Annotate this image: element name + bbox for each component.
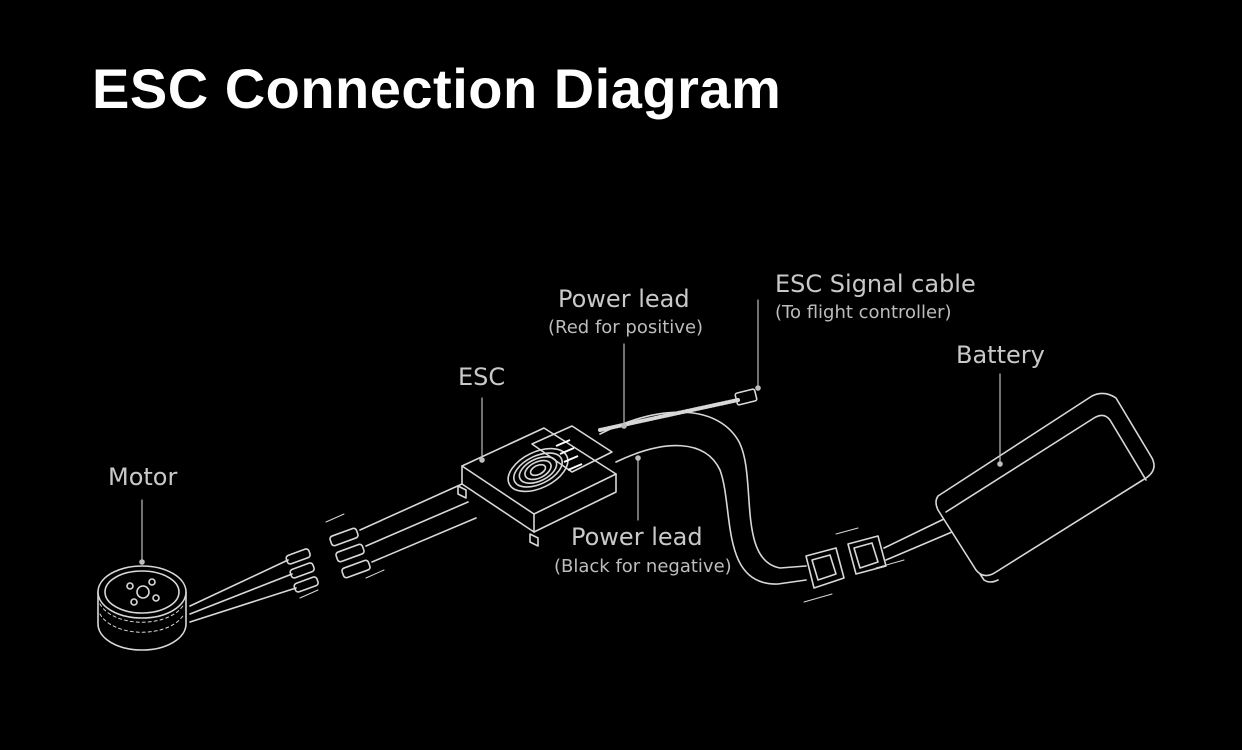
label-esc: ESC	[458, 363, 505, 391]
label-power-lead-negative-note: (Black for negative)	[554, 556, 732, 577]
label-power-lead-positive-note: (Red for positive)	[548, 317, 703, 338]
bullet-connectors-drawing	[285, 483, 477, 599]
leader-lines	[139, 299, 1003, 565]
label-signal-cable: ESC Signal cable	[775, 270, 976, 298]
label-signal-cable-note: (To flight controller)	[775, 302, 952, 323]
esc-brand-logo	[555, 439, 583, 471]
battery-drawing	[935, 392, 1155, 583]
motor-drawing	[97, 559, 297, 651]
label-power-lead-negative: Power lead	[571, 523, 703, 551]
label-battery: Battery	[956, 341, 1045, 369]
esc-drawing	[457, 425, 617, 547]
label-motor: Motor	[108, 463, 177, 491]
battery-connectors-drawing	[803, 517, 953, 603]
power-leads-drawing	[599, 411, 807, 585]
label-power-lead-positive: Power lead	[558, 285, 690, 313]
diagram-title: ESC Connection Diagram	[92, 57, 782, 120]
